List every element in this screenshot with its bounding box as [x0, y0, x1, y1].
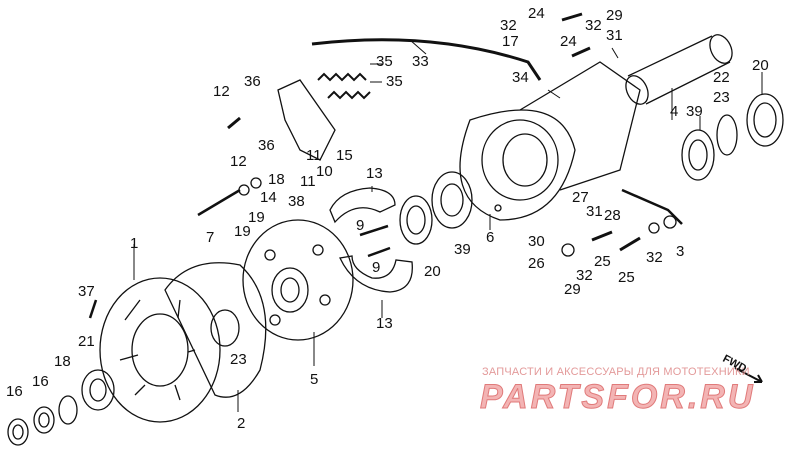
callout-9: 9: [372, 259, 380, 276]
callout-16: 16: [32, 373, 49, 390]
bearing-left: [431, 171, 473, 229]
callout-12: 12: [213, 83, 230, 100]
callout-37: 37: [78, 283, 95, 300]
cable: [311, 38, 542, 81]
callout-18: 18: [268, 171, 285, 188]
callout-39: 39: [686, 103, 703, 120]
callout-17: 17: [502, 33, 519, 50]
callout-24: 24: [528, 5, 545, 22]
spring-35b: [327, 90, 371, 100]
spring-35a: [317, 72, 367, 82]
callout-29: 29: [606, 7, 623, 24]
leader-lines: [133, 39, 763, 412]
callout-6: 6: [486, 229, 494, 246]
washer-16a: [33, 406, 55, 434]
callout-32: 32: [585, 17, 602, 34]
clutch-shoe-upper: [329, 187, 396, 237]
clutch-housing: [99, 277, 221, 423]
callout-7: 7: [206, 229, 214, 246]
callout-5: 5: [310, 371, 318, 388]
brake-panel: [459, 61, 641, 221]
clutch-cover-plate: [164, 262, 267, 398]
callout-19: 19: [234, 223, 251, 240]
callout-10: 10: [316, 163, 333, 180]
bolt-24b: [571, 46, 591, 58]
bolt-24a: [561, 12, 583, 22]
callout-19: 19: [248, 209, 265, 226]
callout-25: 25: [594, 253, 611, 270]
callout-14: 14: [260, 189, 277, 206]
callout-12: 12: [230, 153, 247, 170]
ring-18: [58, 395, 78, 425]
bearing-right: [681, 129, 715, 181]
callout-34: 34: [512, 69, 529, 86]
bolt-25b: [619, 236, 641, 252]
nut-19b: [250, 177, 262, 189]
callout-13: 13: [366, 165, 383, 182]
washer-3: [663, 215, 677, 229]
watermark-brand: PARTSFOR.RU: [479, 378, 756, 417]
callout-29: 29: [564, 281, 581, 298]
axle-tube: [625, 34, 733, 105]
screw-12: [227, 116, 241, 130]
callout-23: 23: [230, 351, 247, 368]
callout-35: 35: [386, 73, 403, 90]
oil-seal-left: [399, 195, 433, 245]
callout-20: 20: [752, 57, 769, 74]
callout-32: 32: [646, 249, 663, 266]
bolt-25a: [591, 230, 613, 242]
callout-35: 35: [376, 53, 393, 70]
callout-4: 4: [670, 103, 678, 120]
washer-16b: [7, 418, 29, 446]
callout-39: 39: [454, 241, 471, 258]
callout-36: 36: [244, 73, 261, 90]
washer-29: [561, 243, 575, 257]
callout-13: 13: [376, 315, 393, 332]
linkage-plate: [277, 79, 336, 161]
watermark-tagline: ЗАПЧАСТИ И АКСЕССУАРЫ ДЛЯ МОТОТЕХНИКИ: [482, 366, 750, 378]
callout-28: 28: [604, 207, 621, 224]
callout-20: 20: [424, 263, 441, 280]
callout-32: 32: [500, 17, 517, 34]
callout-25: 25: [618, 269, 635, 286]
callout-31: 31: [606, 27, 623, 44]
callout-9: 9: [356, 217, 364, 234]
callout-32: 32: [576, 267, 593, 284]
callout-36: 36: [258, 137, 275, 154]
callout-24: 24: [560, 33, 577, 50]
callout-23: 23: [713, 89, 730, 106]
forward-arrow: [734, 367, 763, 383]
callout-16: 16: [6, 383, 23, 400]
oil-seal-right: [746, 93, 784, 147]
bearing-housing-small: [81, 369, 115, 411]
callout-38: 38: [288, 193, 305, 210]
callout-2: 2: [237, 415, 245, 432]
callout-21: 21: [78, 333, 95, 350]
lever-28: [621, 188, 683, 225]
bolt-37: [88, 299, 98, 319]
callout-11: 11: [300, 173, 316, 190]
nut-19a: [238, 184, 250, 196]
callout-1: 1: [130, 235, 138, 252]
callout-31: 31: [586, 203, 603, 220]
callout-26: 26: [528, 255, 545, 272]
callout-33: 33: [412, 53, 429, 70]
clutch-shoe-lower: [339, 246, 413, 293]
callout-11: 11: [306, 147, 322, 164]
callout-18: 18: [54, 353, 71, 370]
circlip-right: [716, 114, 738, 156]
callout-15: 15: [336, 147, 353, 164]
clutch-drum: [242, 219, 354, 341]
callout-27: 27: [572, 189, 589, 206]
callout-22: 22: [713, 69, 730, 86]
drawing: [7, 12, 784, 446]
callout-3: 3: [676, 243, 684, 260]
washer-32: [648, 222, 660, 234]
bolt-7: [197, 188, 241, 217]
callout-30: 30: [528, 233, 545, 250]
